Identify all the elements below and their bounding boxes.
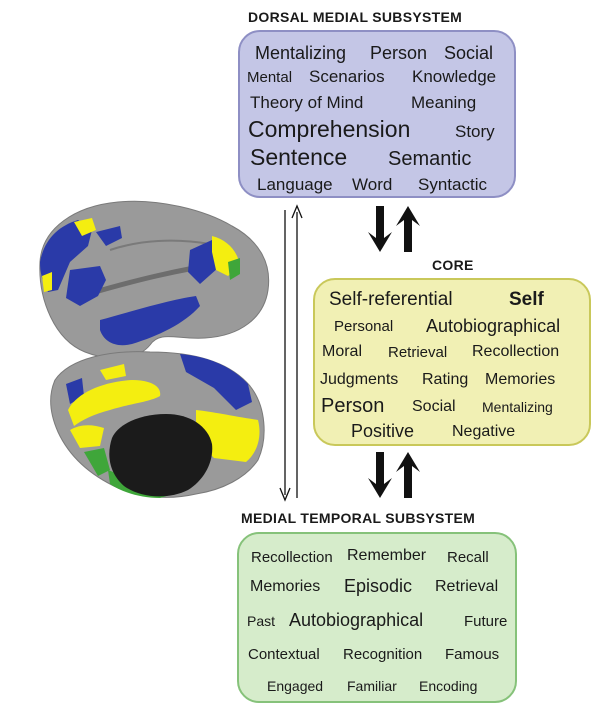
dorsal-word: Language <box>257 175 333 194</box>
core-word: Self-referential <box>329 289 453 310</box>
core-word: Rating <box>422 371 469 388</box>
core-word: Autobiographical <box>426 316 561 336</box>
dorsal-subsystem-box: Mentalizing Person Social Mental Scenari… <box>238 30 516 198</box>
mts-word: Remember <box>347 547 427 564</box>
core-box: Self-referential Self Personal Autobiogr… <box>313 278 591 446</box>
lateral-brain-surface-icon <box>39 200 270 359</box>
core-word: Personal <box>334 318 394 335</box>
dorsal-word: Story <box>455 122 495 141</box>
core-word: Moral <box>322 343 363 360</box>
dorsal-word: Person <box>370 43 428 63</box>
dorsal-word: Meaning <box>411 93 477 112</box>
core-word: Self <box>509 289 544 310</box>
mts-word: Engaged <box>267 678 324 694</box>
dorsal-word: Sentence <box>250 144 348 170</box>
mts-word: Encoding <box>419 678 478 694</box>
mts-word: Recognition <box>343 646 423 663</box>
core-word: Person <box>321 395 385 417</box>
mts-word: Future <box>464 613 508 630</box>
dorsal-word: Mentalizing <box>255 43 347 63</box>
mts-word: Recollection <box>251 549 333 566</box>
core-mts-arrows <box>368 452 420 498</box>
dorsal-word: Syntactic <box>418 175 487 194</box>
dorsal-word: Theory of Mind <box>250 93 364 112</box>
core-word: Memories <box>485 371 556 388</box>
mts-word: Contextual <box>248 646 320 663</box>
mts-word: Memories <box>250 578 321 595</box>
dorsal-word: Comprehension <box>248 116 411 142</box>
medial-temporal-subsystem-title: MEDIAL TEMPORAL SUBSYSTEM <box>241 510 476 526</box>
medial-temporal-subsystem-box: Recollection Remember Recall Memories Ep… <box>237 532 517 703</box>
core-word: Judgments <box>320 371 399 388</box>
dorsal-subsystem-title: DORSAL MEDIAL SUBSYSTEM <box>248 9 463 25</box>
mts-word: Episodic <box>344 576 413 596</box>
core-word: Negative <box>452 423 516 440</box>
core-word: Recollection <box>472 343 560 360</box>
core-word: Retrieval <box>388 344 448 361</box>
core-word: Social <box>412 398 456 415</box>
dorsal-word: Mental <box>247 69 293 86</box>
core-word: Mentalizing <box>482 399 553 415</box>
medial-brain-surface-icon <box>50 351 265 498</box>
dorsal-word: Knowledge <box>412 67 497 86</box>
mts-word: Retrieval <box>435 578 499 595</box>
core-title: CORE <box>432 257 474 273</box>
dorsal-word: Social <box>444 43 494 63</box>
dorsal-core-arrows <box>368 206 420 252</box>
mts-word: Famous <box>445 646 500 663</box>
dorsal-word: Semantic <box>388 148 472 170</box>
long-bidirectional-arrows <box>279 204 303 502</box>
mts-word: Autobiographical <box>289 610 424 630</box>
mts-word: Past <box>247 613 276 629</box>
dorsal-word: Word <box>352 175 393 194</box>
mts-word: Familiar <box>347 678 397 694</box>
core-word: Positive <box>351 421 415 441</box>
dorsal-word: Scenarios <box>309 67 385 86</box>
mts-word: Recall <box>447 549 489 566</box>
